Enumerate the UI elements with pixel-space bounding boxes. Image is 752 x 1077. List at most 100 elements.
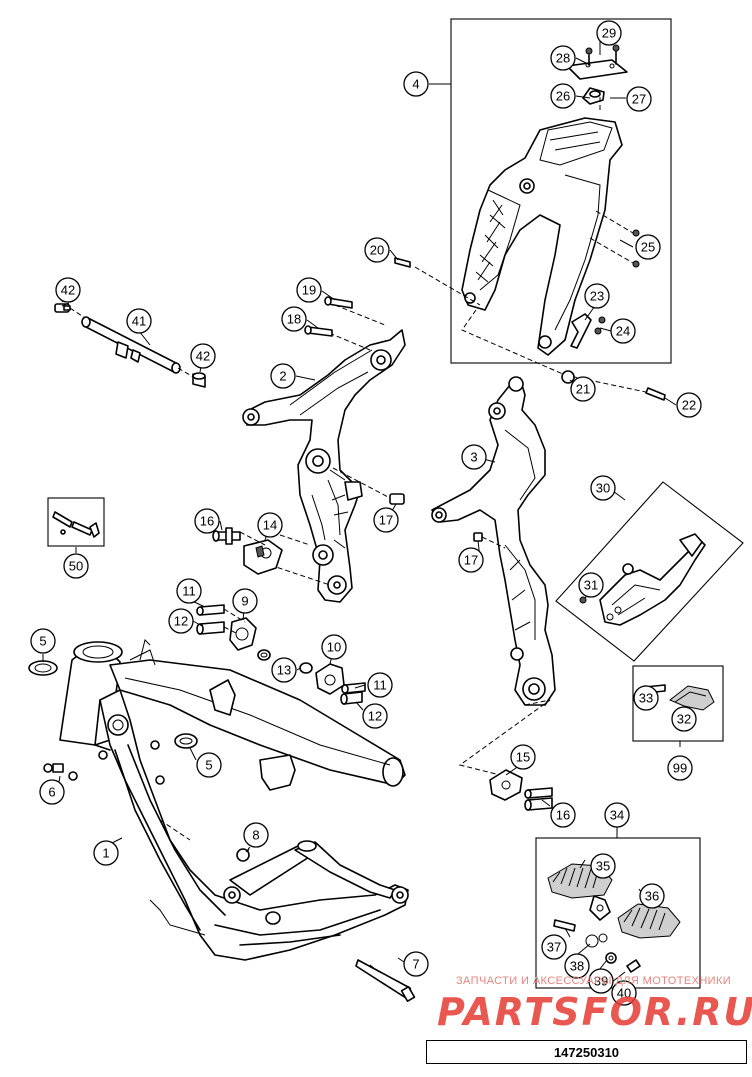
callout-12-left: 12 [168,608,194,634]
svg-text:7: 7 [412,957,419,972]
svg-text:3: 3 [470,450,477,465]
svg-text:32: 32 [677,712,691,727]
callout-19: 19 [296,277,322,303]
parts-30-31 [579,533,706,626]
svg-text:40: 40 [617,986,631,1001]
callout-2: 2 [270,363,296,389]
callout-10: 10 [321,634,347,660]
svg-text:13: 13 [277,663,291,678]
parts-17 [389,493,483,542]
callout-13: 13 [271,657,297,683]
callout-5-left: 5 [30,628,56,654]
svg-text:25: 25 [641,240,655,255]
callout-40: 40 [611,980,637,1006]
svg-text:16: 16 [556,808,570,823]
svg-text:11: 11 [182,584,196,599]
callout-29: 29 [596,20,622,46]
svg-text:36: 36 [645,889,659,904]
svg-text:34: 34 [610,808,624,823]
svg-text:42: 42 [196,349,210,364]
svg-text:41: 41 [132,314,146,329]
callout-21: 21 [570,376,596,402]
svg-text:22: 22 [682,398,696,413]
svg-text:38: 38 [570,959,584,974]
part-50-tool [52,511,100,538]
svg-text:12: 12 [368,709,382,724]
callout-16-right: 16 [550,802,576,828]
svg-text:20: 20 [370,243,384,258]
svg-text:11: 11 [373,678,387,693]
svg-text:26: 26 [556,89,570,104]
group-box-30 [555,481,744,662]
callout-24: 24 [610,318,636,344]
svg-text:37: 37 [547,940,561,955]
callout-50: 50 [63,553,89,579]
svg-text:33: 33 [639,691,653,706]
callout-27: 27 [626,86,652,112]
callout-16-left: 16 [194,508,220,534]
svg-text:17: 17 [464,553,478,568]
svg-text:10: 10 [327,640,341,655]
svg-text:35: 35 [596,859,610,874]
svg-text:23: 23 [590,289,604,304]
svg-text:39: 39 [594,974,608,989]
svg-text:29: 29 [602,26,616,41]
subframe-part-4 [461,44,640,356]
svg-text:14: 14 [263,518,277,533]
parts-footpeg-35-40 [547,863,681,973]
svg-text:12: 12 [174,614,188,629]
callout-31: 31 [578,572,604,598]
svg-text:99: 99 [673,761,687,776]
parts-15-16 [489,769,553,811]
group-box-4 [450,18,672,364]
callout-17-right: 17 [458,547,484,573]
watermark-brand: PARTSFOR.RU [437,990,752,1034]
svg-text:17: 17 [379,513,393,528]
parts-11-12-9 [196,604,271,661]
frame-side-left-part-2 [242,329,406,603]
callout-4: 4 [403,71,429,97]
frame-side-right-part-3 [431,376,556,706]
group-box-99 [632,665,724,742]
callout-34: 34 [604,802,630,828]
callout-23: 23 [584,283,610,309]
callout-33: 33 [633,685,659,711]
watermark-caption: ЗАПЧАСТИ И АКСЕССУАРЫ ДЛЯ МОТОТЕХНИКИ [456,975,732,987]
svg-text:30: 30 [596,481,610,496]
callout-20: 20 [364,237,390,263]
callout-1: 1 [93,840,119,866]
svg-text:21: 21 [576,382,590,397]
svg-text:50: 50 [69,559,83,574]
callout-17-left: 17 [373,507,399,533]
callout-5-right: 5 [196,752,222,778]
svg-text:4: 4 [412,77,419,92]
parts-13-10-11-12 [299,662,366,705]
svg-text:6: 6 [48,785,55,800]
svg-text:1: 1 [102,846,109,861]
callout-3: 3 [461,444,487,470]
callout-25: 25 [635,234,661,260]
callout-22: 22 [676,392,702,418]
callout-7: 7 [403,951,429,977]
svg-text:19: 19 [302,283,316,298]
callout-11-right: 11 [367,672,393,698]
callout-8: 8 [243,822,269,848]
callout-30: 30 [590,475,616,501]
callout-38: 38 [564,953,590,979]
callout-9: 9 [232,588,258,614]
callout-12-right: 12 [362,703,388,729]
callout-14: 14 [257,512,283,538]
callout-32: 32 [671,706,697,732]
svg-text:16: 16 [200,514,214,529]
callout-11-left: 11 [176,578,202,604]
drawing-number-box: 147250310 [426,1040,747,1064]
svg-text:5: 5 [39,634,46,649]
svg-text:15: 15 [516,750,530,765]
svg-text:42: 42 [61,283,75,298]
callout-6: 6 [39,779,65,805]
strut-part-41 [54,303,206,388]
callout-15: 15 [510,744,536,770]
callout-37: 37 [541,934,567,960]
callout-28: 28 [550,45,576,71]
svg-text:9: 9 [241,594,248,609]
